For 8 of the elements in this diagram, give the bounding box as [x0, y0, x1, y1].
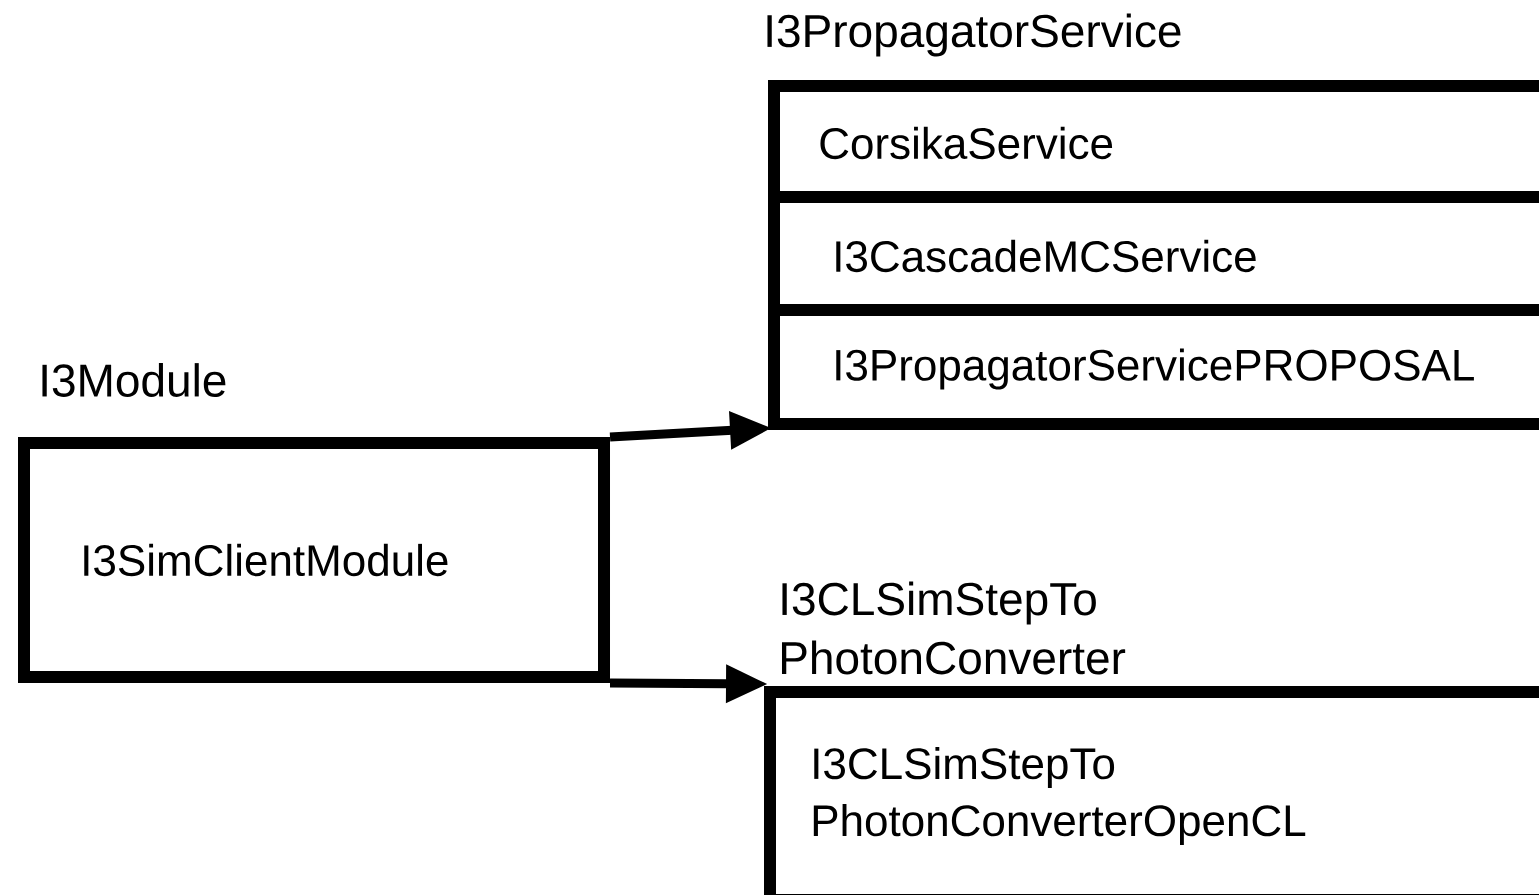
class-label: I3CascadeMCService [836, 239, 1256, 273]
class-label: CorsikaService [820, 126, 1113, 160]
class-label: I3SimClientModule [84, 543, 448, 577]
box-heading: I3CLSimStepTo PhotonConverter [782, 581, 1126, 675]
box-heading: I3Module [42, 363, 226, 397]
box-heading: I3PropagatorService [767, 13, 1181, 57]
class-label: I3PropagatorServicePROPOSAL [836, 348, 1474, 390]
class-label: I3CLSimStepTo PhotonConverterOpenCL [813, 747, 1306, 845]
